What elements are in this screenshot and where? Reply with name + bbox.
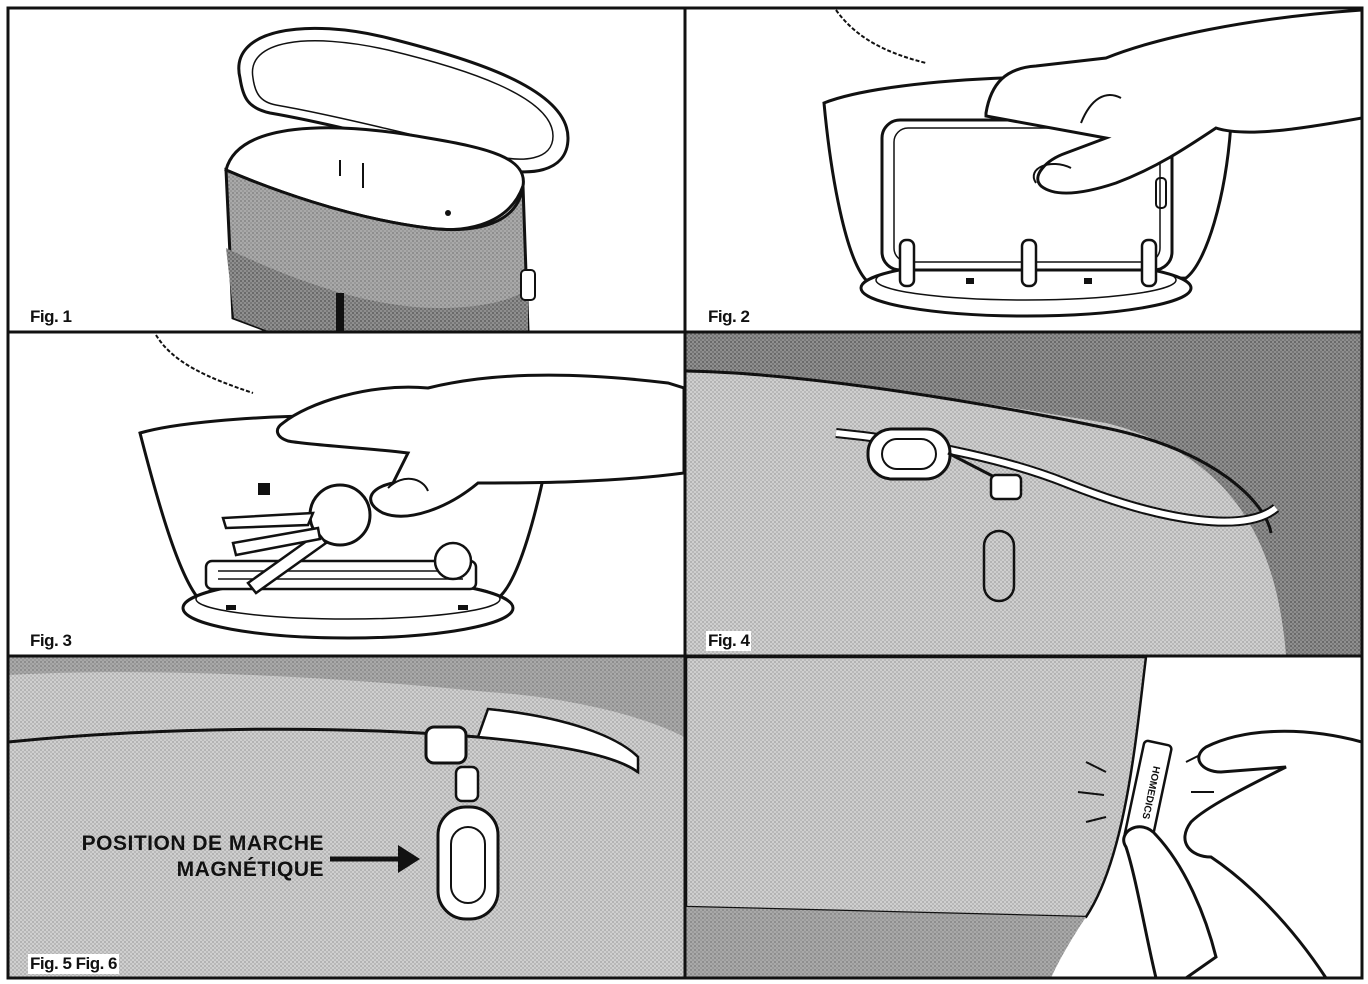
figure-3-caption: Fig. 3 — [28, 631, 74, 651]
figure-1-caption: Fig. 1 — [28, 307, 74, 327]
figure-3-panel: Fig. 3 — [8, 333, 684, 655]
figure-4-panel: Fig. 4 — [686, 333, 1362, 655]
callout-line-1: POSITION DE MARCHE — [81, 832, 324, 855]
open-case-illustration — [224, 26, 570, 331]
magnetic-position-illustration — [8, 657, 684, 978]
figure-1-panel: Fig. 1 — [8, 8, 684, 331]
tag-detail-illustration: HOMEDICS — [686, 657, 1362, 978]
figure-5-panel: POSITION DE MARCHE MAGNÉTIQUE Fig. 5 Fig… — [8, 657, 684, 978]
magnetic-position-label: POSITION DE MARCHE MAGNÉTIQUE — [24, 831, 324, 883]
figure-4-caption: Fig. 4 — [706, 631, 752, 651]
keys-insert-illustration — [138, 334, 684, 640]
figure-5-caption: Fig. 5 Fig. 6 — [28, 954, 120, 974]
figure-6-panel: HOMEDICS — [686, 657, 1362, 978]
figure-2-panel: Fig. 2 — [686, 8, 1362, 331]
callout-line-2: MAGNÉTIQUE — [176, 858, 324, 881]
figure-2-caption: Fig. 2 — [706, 307, 752, 327]
phone-insert-illustration — [822, 8, 1362, 318]
zipper-closeup-illustration — [686, 333, 1362, 655]
